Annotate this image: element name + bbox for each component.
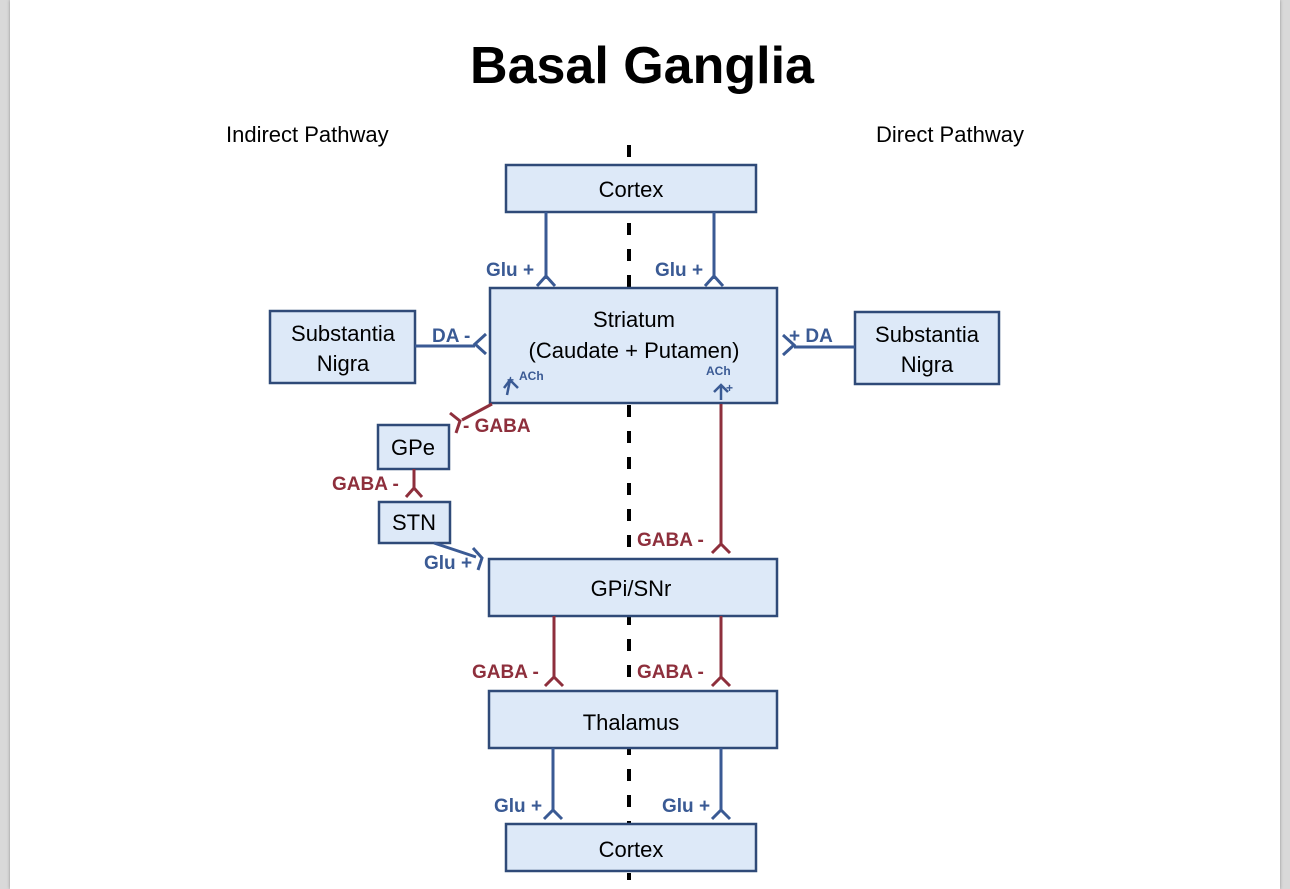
- indirect-pathway-label: Indirect Pathway: [226, 122, 389, 147]
- sn-left-label-1: Substantia: [291, 321, 396, 346]
- glu-cortex-striatum-left: Glu +: [486, 212, 557, 288]
- gpe-label: GPe: [391, 435, 435, 460]
- svg-text:ACh: ACh: [706, 364, 731, 378]
- svg-text:+: +: [507, 373, 514, 387]
- svg-text:Glu +: Glu +: [486, 260, 534, 281]
- substantia-nigra-left-node: Substantia Nigra: [268, 309, 417, 385]
- svg-text:Glu +: Glu +: [494, 796, 542, 817]
- cortex-bottom-label: Cortex: [599, 837, 664, 862]
- svg-text:Glu +: Glu +: [662, 796, 710, 817]
- striatum-label: Striatum: [593, 307, 675, 332]
- cortex-bottom-node: Cortex: [504, 822, 758, 873]
- basal-ganglia-diagram: Cortex Striatum (Caudate + Putamen) Subs…: [268, 145, 1001, 880]
- glu-thalamus-cortex-right: Glu +: [662, 748, 732, 821]
- thalamus-node: Thalamus: [487, 689, 779, 750]
- gaba-gpi-thalamus-left: GABA -: [472, 616, 565, 688]
- cortex-top-label: Cortex: [599, 177, 664, 202]
- svg-text:Glu +: Glu +: [655, 260, 703, 281]
- svg-text:- GABA: - GABA: [463, 416, 531, 437]
- svg-text:GABA -: GABA -: [332, 474, 399, 495]
- ach-right-marker: ACh +: [706, 364, 733, 400]
- gaba-striatum-gpi: GABA -: [637, 404, 732, 555]
- da-sn-left-striatum: DA -: [415, 326, 488, 356]
- glu-stn-gpi: Glu +: [424, 541, 484, 574]
- direct-pathway-label: Direct Pathway: [876, 122, 1024, 147]
- ach-left-marker: + ACh: [503, 369, 544, 396]
- sn-right-label-2: Nigra: [901, 352, 954, 377]
- stn-node: STN: [377, 500, 452, 545]
- sn-right-label-1: Substantia: [875, 322, 980, 347]
- svg-text:+ DA: + DA: [789, 326, 833, 347]
- gpi-snr-label: GPi/SNr: [591, 576, 672, 601]
- svg-text:ACh: ACh: [519, 369, 544, 383]
- diagram-title: Basal Ganglia: [470, 37, 814, 95]
- svg-text:DA -: DA -: [432, 326, 470, 347]
- glu-cortex-striatum-right: Glu +: [655, 212, 725, 288]
- thalamus-label: Thalamus: [583, 710, 680, 735]
- striatum-node: Striatum (Caudate + Putamen): [488, 286, 779, 405]
- gaba-gpi-thalamus-right: GABA -: [637, 616, 732, 688]
- gpi-snr-node: GPi/SNr: [487, 557, 779, 618]
- svg-text:+: +: [726, 381, 733, 395]
- stn-label: STN: [392, 510, 436, 535]
- gpe-node: GPe: [376, 423, 451, 471]
- cortex-top-node: Cortex: [504, 163, 758, 214]
- da-sn-right-striatum: + DA: [781, 326, 855, 357]
- striatum-sublabel: (Caudate + Putamen): [529, 338, 740, 363]
- svg-text:GABA -: GABA -: [637, 530, 704, 551]
- gaba-gpe-stn: GABA -: [332, 469, 424, 498]
- svg-text:GABA -: GABA -: [472, 662, 539, 683]
- svg-text:GABA -: GABA -: [637, 662, 704, 683]
- glu-thalamus-cortex-left: Glu +: [494, 748, 564, 821]
- page: Basal Ganglia Indirect Pathway Direct Pa…: [10, 0, 1280, 889]
- gaba-striatum-gpe: - GABA: [449, 402, 531, 437]
- substantia-nigra-right-node: Substantia Nigra: [853, 310, 1001, 386]
- sn-left-label-2: Nigra: [317, 351, 370, 376]
- svg-text:Glu +: Glu +: [424, 553, 472, 574]
